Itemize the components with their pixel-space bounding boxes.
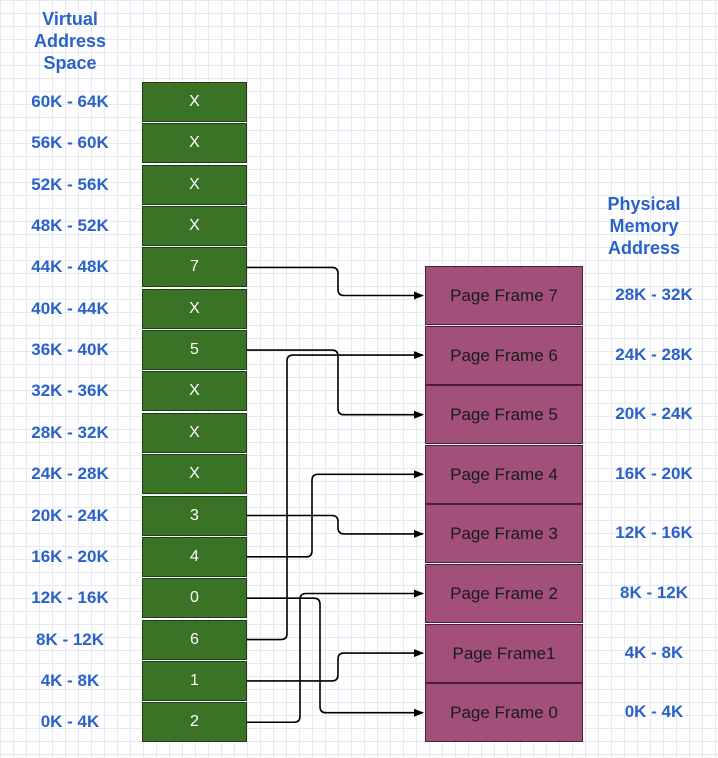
- virtual-range-label: 60K - 64K: [31, 92, 109, 111]
- page-frame: Page Frame 4: [425, 444, 583, 504]
- virtual-page-cell: 7: [142, 247, 247, 288]
- physical-range-label: 8K - 12K: [619, 583, 689, 602]
- page-frame: Page Frame 3: [425, 504, 583, 564]
- physical-range-label: 16K - 20K: [615, 463, 693, 483]
- virtual-page-cell: X: [142, 371, 247, 412]
- physical-header-line-3: Address: [607, 238, 681, 258]
- physical-memory-address-header: Physical Memory Address: [594, 193, 694, 259]
- page-frame: Page Frame1: [425, 623, 583, 683]
- virtual-header-line-1: Virtual: [42, 9, 98, 29]
- virtual-page-cell: 5: [142, 330, 247, 371]
- virtual-page-cell: 2: [142, 702, 247, 743]
- virtual-page-cell: X: [142, 82, 247, 122]
- virtual-address-space-header: Virtual Address Space: [20, 8, 120, 74]
- virtual-range-label: 20K - 24K: [31, 505, 109, 525]
- virtual-page-cell: 4: [142, 536, 247, 577]
- virtual-range-label: 48K - 52K: [31, 216, 109, 236]
- mapping-arrow: [247, 470, 424, 558]
- virtual-range-label: 44K - 48K: [31, 257, 109, 277]
- virtual-page-cell: 1: [142, 660, 247, 701]
- physical-header-line-1: Physical: [607, 194, 681, 214]
- mapping-arrow: [247, 266, 424, 300]
- virtual-range-label: 36K - 40K: [31, 340, 109, 360]
- virtual-page-cell: X: [142, 206, 247, 247]
- physical-header-line-2: Memory: [609, 216, 679, 236]
- physical-range-label: 0K - 4K: [624, 702, 684, 722]
- virtual-page-cell: X: [142, 412, 247, 453]
- page-frame: Page Frame 5: [425, 385, 583, 445]
- virtual-range-label: 8K - 12K: [35, 629, 105, 649]
- page-frame: Page Frame 6: [425, 325, 583, 385]
- virtual-page-cell: X: [142, 454, 247, 495]
- virtual-header-line-3: Space: [43, 53, 97, 73]
- mapping-arrow: [247, 649, 424, 682]
- physical-range-label: 24K - 28K: [615, 344, 693, 364]
- virtual-range-label: 32K - 36K: [31, 381, 109, 401]
- page-frame: Page Frame 7: [425, 266, 583, 325]
- page-frame: Page Frame 0: [425, 683, 583, 743]
- virtual-range-label: 24K - 28K: [31, 464, 109, 484]
- virtual-page-cell: X: [142, 288, 247, 329]
- virtual-page-cell: X: [142, 123, 247, 164]
- virtual-range-label: 52K - 56K: [31, 174, 109, 194]
- mapping-arrow: [247, 597, 424, 717]
- mapping-arrow: [247, 514, 424, 538]
- virtual-range-label: 28K - 32K: [31, 422, 109, 442]
- mapping-arrow: [247, 589, 424, 724]
- virtual-range-label: 56K - 60K: [31, 133, 109, 153]
- physical-range-label: 4K - 8K: [624, 642, 684, 662]
- virtual-range-label: 40K - 44K: [31, 298, 109, 318]
- virtual-page-cell: 3: [142, 495, 247, 536]
- virtual-page-cell: 0: [142, 578, 247, 619]
- mapping-arrow: [247, 349, 424, 419]
- virtual-range-label: 4K - 8K: [40, 670, 100, 690]
- virtual-range-label: 12K - 16K: [31, 588, 109, 608]
- virtual-range-label: 16K - 20K: [31, 546, 109, 566]
- mapping-arrow: [247, 351, 424, 641]
- page-frame: Page Frame 2: [425, 564, 583, 623]
- virtual-header-line-2: Address: [33, 31, 107, 51]
- physical-range-label: 12K - 16K: [615, 523, 693, 543]
- virtual-range-label: 0K - 4K: [40, 712, 100, 732]
- physical-range-label: 20K - 24K: [615, 404, 693, 424]
- physical-range-label: 28K - 32K: [615, 285, 693, 304]
- virtual-page-cell: 6: [142, 619, 247, 660]
- virtual-page-cell: X: [142, 164, 247, 205]
